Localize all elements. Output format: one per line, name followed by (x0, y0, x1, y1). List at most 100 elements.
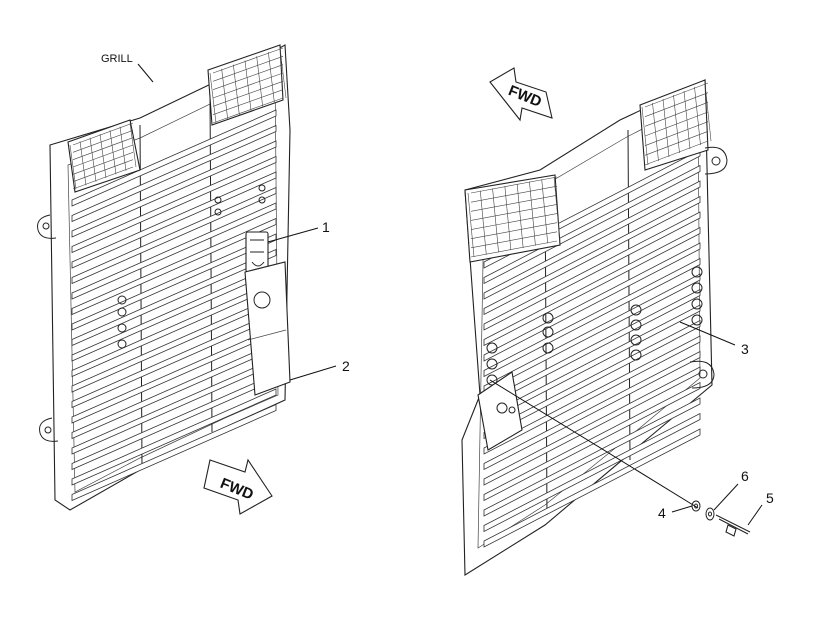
mesh-line (212, 64, 284, 90)
grill-slat (483, 164, 701, 285)
left-grill-inner-frame (67, 69, 279, 493)
mesh-line (704, 82, 712, 142)
grill-slat (71, 202, 277, 300)
mesh-line (212, 81, 284, 107)
right-mounting-ear-bottom (689, 360, 715, 389)
callout-2: 2 (342, 358, 350, 374)
grill-slat (483, 412, 701, 533)
grill-slat (71, 109, 277, 207)
callout-6-leader (713, 483, 739, 511)
callout-5-leader (747, 504, 763, 526)
grill-slat (71, 186, 277, 285)
grill-leader-line (137, 63, 154, 83)
mesh-line (72, 122, 134, 146)
mesh-line (470, 204, 558, 221)
mesh-line (212, 89, 284, 115)
mesh-line (541, 179, 549, 244)
grill-slat (483, 273, 701, 393)
grill-slat (71, 388, 277, 486)
mesh-line (470, 213, 558, 230)
left-fastener-stack (117, 184, 266, 349)
left-ear-hole-bottom (44, 426, 52, 434)
mesh-line (72, 159, 134, 182)
callout-3-leader (679, 321, 736, 346)
right-ear-hole-bottom (698, 369, 708, 379)
left-grill-assembly (37, 44, 291, 511)
fwd-arrow-right-view: FWD (489, 67, 553, 122)
callout-4: 4 (658, 505, 666, 521)
left-grill-slats (71, 109, 277, 502)
grill-slat (483, 180, 701, 300)
grill-slat (483, 242, 701, 362)
grill-slat (71, 124, 277, 223)
mesh-line (529, 181, 536, 246)
mesh-line (470, 240, 558, 258)
mesh-line (212, 47, 284, 74)
grill-slat (71, 140, 277, 238)
callout-6: 6 (741, 468, 749, 484)
left-mounting-ear-bottom (39, 417, 59, 442)
grill-slat (71, 171, 277, 269)
callout-5: 5 (766, 490, 774, 506)
grill-slat (483, 397, 701, 517)
mesh-line (119, 126, 127, 171)
grill-slat (483, 366, 701, 486)
mesh-line (129, 122, 137, 168)
mesh-line (268, 52, 275, 103)
mesh-line (644, 82, 709, 108)
mesh-line (504, 186, 512, 251)
right-side-plate (477, 371, 523, 451)
grill-slat (71, 403, 277, 502)
mesh-line (72, 137, 134, 160)
grill-slat (71, 217, 277, 316)
mesh-line (644, 102, 709, 127)
mesh-line (212, 56, 284, 82)
left-mounting-ear-top (37, 214, 57, 239)
left-ear-hole-top (42, 222, 50, 230)
part-6-washer (705, 507, 715, 521)
mesh-line (644, 92, 709, 117)
grill-slat (483, 428, 701, 548)
mesh-line (470, 176, 558, 194)
part-4-washer (691, 500, 701, 512)
mesh-line (479, 190, 487, 255)
mesh-line (109, 130, 117, 175)
grill-slat (483, 226, 701, 347)
mesh-line (553, 176, 561, 242)
grill-slat (483, 257, 701, 378)
mesh-line (644, 121, 709, 146)
right-grill-assembly (461, 79, 728, 576)
grill-slat (71, 248, 277, 347)
callout-4-leader (671, 505, 693, 513)
fwd-arrow-left-view: FWD (203, 458, 273, 515)
mesh-line (470, 231, 558, 249)
mesh-line (694, 86, 701, 146)
grill-slat (483, 195, 701, 316)
callout-1: 1 (322, 219, 330, 235)
mesh-line (72, 130, 134, 153)
mesh-line (72, 152, 134, 175)
mesh-line (256, 56, 263, 107)
part-1-latch (245, 231, 269, 273)
mesh-line (72, 166, 134, 190)
grill-label: GRILL (101, 53, 133, 65)
mesh-line (470, 222, 558, 240)
right-grill-slats (483, 149, 701, 548)
grill-slat (483, 350, 701, 471)
grill-slat (483, 335, 701, 455)
grill-slat (483, 381, 701, 502)
part-2-bracket (244, 261, 291, 396)
right-top-mesh-2 (639, 79, 712, 171)
part-5-bolt (715, 514, 751, 537)
callout-3: 3 (741, 341, 749, 357)
grill-slat (483, 211, 701, 331)
mesh-line (644, 131, 709, 156)
mesh-line (212, 97, 284, 124)
mesh-line (683, 90, 691, 150)
right-mounting-ear-top (704, 146, 728, 175)
callout-2-leader (289, 365, 337, 381)
right-ear-hole-top (711, 156, 721, 166)
explode-line (489, 379, 699, 509)
